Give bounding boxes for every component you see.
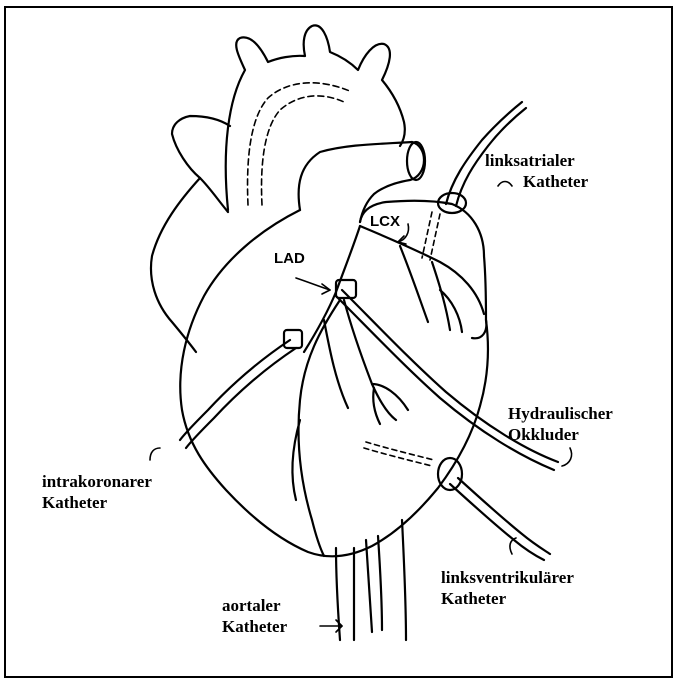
lad-arrow bbox=[296, 278, 330, 290]
aortic-arch-dashed-inner bbox=[262, 96, 344, 205]
label-linksatrial-line1: linksatrialer bbox=[485, 151, 575, 170]
intracoronary-clip bbox=[284, 330, 302, 348]
aortic-arch bbox=[226, 25, 405, 210]
label-aortic-line2: Katheter bbox=[222, 617, 287, 636]
label-intracoronary-line1: intrakoronarer bbox=[42, 472, 152, 491]
hydraulic-arrow bbox=[562, 448, 572, 466]
label-intracoronary-line2: Katheter bbox=[42, 493, 107, 512]
label-lad: LAD bbox=[274, 250, 305, 267]
label-aortic-line1: aortaler bbox=[222, 596, 281, 615]
obtuse-branch-1 bbox=[400, 246, 428, 322]
pulmonary-opening bbox=[407, 142, 425, 180]
lcx-artery bbox=[360, 226, 484, 314]
lv-catheter bbox=[450, 484, 544, 560]
lad-artery bbox=[304, 226, 360, 352]
label-hydraulic-line2: Okkluder bbox=[508, 425, 579, 444]
label-hydraulic-line1: Hydraulischer bbox=[508, 404, 613, 423]
vessel-right bbox=[402, 520, 406, 640]
label-lv-line1: linksventrikulärer bbox=[441, 568, 574, 587]
label-lcx: LCX bbox=[370, 213, 400, 230]
label-lv-line2: Katheter bbox=[441, 589, 506, 608]
left-atrium-dashed bbox=[422, 212, 432, 258]
vena-cava bbox=[172, 116, 230, 212]
label-linksatrial-line2: Katheter bbox=[523, 172, 588, 191]
aortic-catheter bbox=[366, 540, 372, 632]
intracoronary-catheter bbox=[180, 340, 290, 440]
left-atrium-dashed-2 bbox=[430, 214, 440, 260]
septal-branch bbox=[324, 320, 348, 408]
intracoronary-arrow bbox=[150, 448, 160, 460]
intracoronary-catheter-2 bbox=[186, 348, 296, 448]
pulmonary-trunk bbox=[299, 142, 424, 222]
lv-catheter-2 bbox=[458, 478, 550, 554]
linksatrial-arrow bbox=[498, 182, 512, 187]
aortic-catheter-2 bbox=[378, 536, 382, 630]
interventricular-groove bbox=[299, 300, 341, 556]
right-atrium bbox=[151, 178, 200, 352]
